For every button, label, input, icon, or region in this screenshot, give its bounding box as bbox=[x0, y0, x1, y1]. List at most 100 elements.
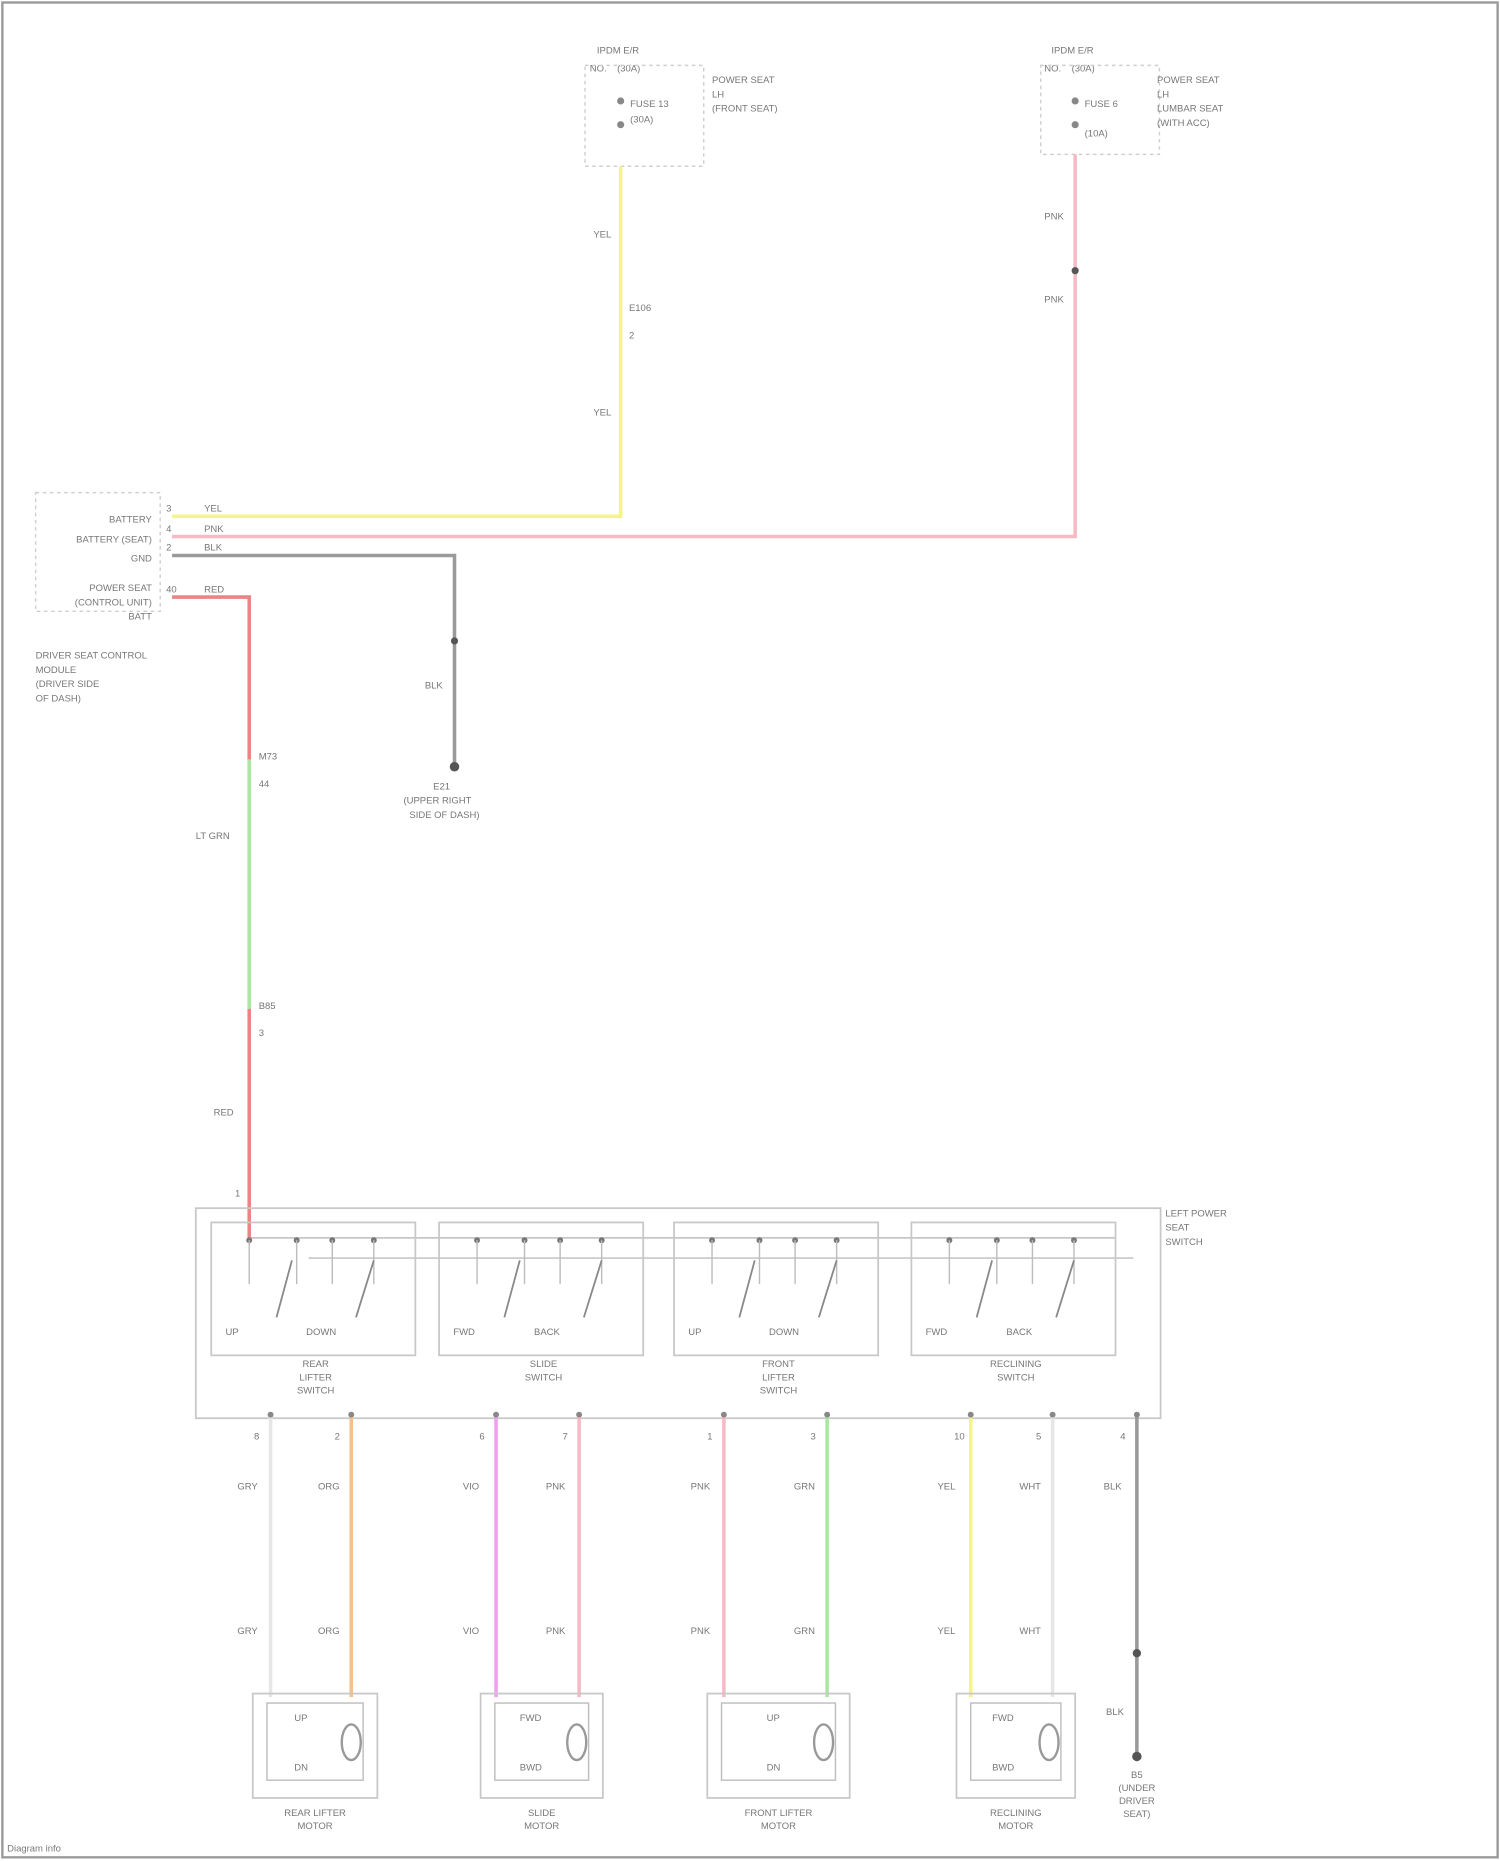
ground-label: DRIVER bbox=[1119, 1796, 1155, 1807]
wire-label: YEL bbox=[937, 1481, 955, 1492]
motor-icon bbox=[342, 1724, 361, 1760]
pin-number: 1 bbox=[235, 1188, 240, 1199]
switch-name: SWITCH bbox=[997, 1372, 1035, 1383]
connector-pin: 3 bbox=[259, 1028, 264, 1039]
module-title: DRIVER SEAT CONTROL bbox=[36, 651, 147, 662]
motor-terminal-label: FWD bbox=[520, 1713, 542, 1724]
switch-position-label: FWD bbox=[926, 1327, 948, 1338]
switch-name: SWITCH bbox=[760, 1385, 798, 1396]
wire-label: YEL bbox=[204, 504, 222, 515]
wire-label: WHT bbox=[1019, 1481, 1041, 1492]
fuse-left-rating: (30A) bbox=[630, 114, 653, 125]
wire-pink bbox=[172, 154, 1075, 536]
ground-icon bbox=[450, 762, 459, 771]
switch-contact bbox=[819, 1260, 837, 1317]
fuse-right-rating: (10A) bbox=[1085, 129, 1108, 140]
pin-number: 4 bbox=[1120, 1432, 1125, 1443]
wire-label: VIO bbox=[463, 1626, 479, 1637]
connector-pin: 2 bbox=[629, 330, 634, 341]
fuse-block-left: IPDM E/R NO. (30A) FUSE 13 (30A) POWER S… bbox=[585, 46, 777, 167]
switch-name: SWITCH bbox=[525, 1372, 563, 1383]
wire-label: ORG bbox=[318, 1481, 340, 1492]
pin-number: 1 bbox=[707, 1432, 712, 1443]
pin-number: 2 bbox=[335, 1432, 340, 1443]
fuse-right-note: POWER SEAT bbox=[1157, 75, 1220, 86]
wire-label: GRY bbox=[237, 1626, 258, 1637]
ground-label: SIDE OF DASH) bbox=[409, 810, 479, 821]
motor-icon bbox=[1040, 1724, 1059, 1760]
switch-contact bbox=[977, 1260, 992, 1317]
pin-number: 2 bbox=[166, 543, 171, 554]
switch-group: UPDOWNREARLIFTERSWITCH bbox=[211, 1222, 415, 1396]
pin-number: 6 bbox=[479, 1432, 484, 1443]
splice-dot bbox=[1133, 1649, 1141, 1657]
motor-terminal-label: FWD bbox=[992, 1713, 1014, 1724]
switch-position-label: BACK bbox=[534, 1327, 561, 1338]
switch-contact bbox=[356, 1260, 374, 1317]
wire-label: RED bbox=[204, 584, 224, 595]
switch-contact bbox=[504, 1260, 519, 1317]
pin-number: 8 bbox=[254, 1432, 259, 1443]
module-pin-label: BATT bbox=[128, 612, 152, 623]
switch-position-label: FWD bbox=[453, 1327, 475, 1338]
switch-group: FWD BACK SLIDE SWITCH bbox=[439, 1222, 643, 1383]
wire-label: PNK bbox=[691, 1626, 711, 1637]
fuse-right-sub: NO. bbox=[1044, 63, 1061, 74]
switch-title: SEAT bbox=[1165, 1223, 1189, 1234]
wire-label: PNK bbox=[546, 1481, 566, 1492]
wire-label: BLK bbox=[1104, 1481, 1123, 1492]
motor-name: FRONT LIFTER bbox=[745, 1808, 813, 1819]
motor-terminal-label: BWD bbox=[520, 1763, 542, 1774]
fuse-left-name: FUSE 13 bbox=[630, 99, 668, 110]
module-pin-label: BATTERY bbox=[109, 514, 153, 525]
splice-dot bbox=[451, 637, 458, 644]
pin-number: 4 bbox=[166, 524, 171, 535]
module-title: OF DASH) bbox=[36, 693, 81, 704]
connector-label: M73 bbox=[259, 752, 277, 763]
motor-icon bbox=[814, 1724, 833, 1760]
connector-pin: 44 bbox=[259, 779, 270, 790]
wire-label: WHT bbox=[1019, 1626, 1041, 1637]
switch-title: LEFT POWER bbox=[1165, 1208, 1227, 1219]
fuse-right-header: IPDM E/R bbox=[1051, 46, 1093, 57]
wire-label: PNK bbox=[546, 1626, 566, 1637]
motor-name: REAR LIFTER bbox=[284, 1808, 346, 1819]
ground-icon bbox=[1132, 1752, 1141, 1761]
ground-label: E21 bbox=[433, 781, 450, 792]
wire-label: GRN bbox=[794, 1626, 815, 1637]
fuse-left-note: (FRONT SEAT) bbox=[712, 104, 778, 115]
module-pin-label: GND bbox=[131, 553, 152, 564]
fuse-right-name: FUSE 6 bbox=[1085, 99, 1118, 110]
wire-label: PNK bbox=[1044, 212, 1064, 223]
switch-contact bbox=[584, 1260, 602, 1317]
switch-name: RECLINING bbox=[990, 1359, 1042, 1370]
connector-label: E106 bbox=[629, 303, 651, 314]
wire-label: RED bbox=[214, 1108, 234, 1119]
wire-label: GRY bbox=[237, 1481, 258, 1492]
switch-position-label: UP bbox=[688, 1327, 701, 1338]
switch-title: SWITCH bbox=[1165, 1237, 1203, 1248]
wire-label: BLK bbox=[1106, 1707, 1125, 1718]
switch-name: SWITCH bbox=[297, 1385, 335, 1396]
switch-position-label: DOWN bbox=[306, 1327, 336, 1338]
connector-label: B85 bbox=[259, 1001, 276, 1012]
motor-name: SLIDE bbox=[528, 1808, 555, 1819]
module-title: (DRIVER SIDE bbox=[36, 679, 100, 690]
ground-label: SEAT) bbox=[1123, 1809, 1150, 1820]
switch-group: UPDOWNFRONTLIFTERSWITCH bbox=[674, 1222, 878, 1396]
pin-number: 7 bbox=[563, 1432, 568, 1443]
wire-label: BLK bbox=[425, 680, 444, 691]
switch-name: SLIDE bbox=[530, 1359, 557, 1370]
motor-name: MOTOR bbox=[761, 1821, 796, 1832]
wire-label: LT GRN bbox=[196, 831, 230, 842]
pin-number: 3 bbox=[811, 1432, 816, 1443]
ground-label: B5 bbox=[1131, 1770, 1143, 1781]
motor-terminal-label: DN bbox=[294, 1763, 308, 1774]
wire-label: PNK bbox=[691, 1481, 711, 1492]
module-pin-label: POWER SEAT bbox=[89, 583, 152, 594]
